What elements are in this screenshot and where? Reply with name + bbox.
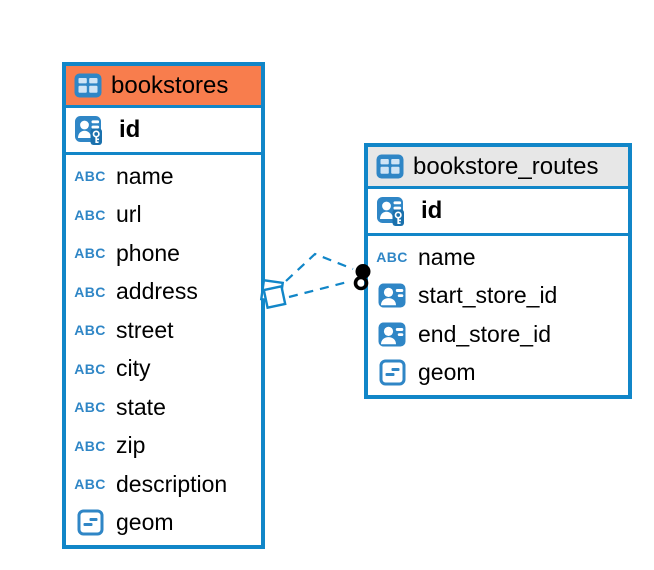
column-name: geom (116, 509, 174, 536)
column-name: zip (116, 432, 146, 459)
relationship-line-lower[interactable] (288, 279, 352, 299)
column-row[interactable]: geom (66, 503, 261, 542)
column-row[interactable]: ABC nam (368, 238, 628, 277)
text-type-icon: ABC (74, 360, 106, 377)
column-name: geom (418, 359, 476, 386)
column-name: city (116, 355, 151, 382)
user-reference-icon (378, 322, 406, 347)
pk-column-name: id (421, 197, 443, 224)
table-bookstore-routes[interactable]: bookstore_routes id (364, 143, 632, 399)
geometry-type-icon (77, 509, 103, 536)
geometry-type-icon (379, 359, 405, 386)
bookstores-columns: ABC nam (66, 155, 261, 545)
column-row[interactable]: start_store_id (368, 276, 628, 315)
column-name: description (116, 470, 228, 497)
text-type-icon: ABC (74, 245, 106, 262)
column-name: name (418, 243, 476, 270)
text-type-icon: ABC (74, 399, 106, 416)
primary-key-icon (75, 116, 102, 145)
column-row[interactable]: ABC pho (66, 234, 261, 273)
column-name: street (116, 316, 174, 343)
table-title: bookstore_routes (413, 152, 599, 180)
column-row[interactable]: ABC zip (66, 426, 261, 465)
text-type-icon: ABC (376, 249, 408, 266)
relationship-line-upper[interactable] (285, 252, 354, 282)
table-bookstores[interactable]: bookstores id (62, 62, 265, 549)
routes-columns: ABC nam (368, 236, 628, 395)
column-row[interactable]: ABC add (66, 272, 261, 311)
primary-key-icon (377, 197, 404, 226)
column-name: end_store_id (418, 320, 551, 347)
column-row[interactable]: ABC cit (66, 349, 261, 388)
column-name: url (116, 201, 142, 228)
column-row[interactable]: ABC sta (66, 388, 261, 427)
table-icon (74, 73, 102, 98)
column-name: name (116, 162, 174, 189)
text-type-icon: ABC (74, 206, 106, 223)
column-row[interactable]: ABC str (66, 311, 261, 350)
column-row[interactable]: ABC des (66, 465, 261, 504)
text-type-icon: ABC (74, 283, 106, 300)
text-type-icon: ABC (74, 322, 106, 339)
text-type-icon: ABC (74, 476, 106, 493)
column-name: start_store_id (418, 282, 558, 309)
column-row[interactable]: geom (368, 353, 628, 392)
text-type-icon: ABC (74, 437, 106, 454)
pk-row-bookstores-id[interactable]: id (66, 108, 261, 155)
relationship-link[interactable] (259, 252, 371, 310)
table-title: bookstores (111, 71, 229, 99)
column-row[interactable]: ABC nam (66, 157, 261, 196)
column-name: phone (116, 239, 180, 266)
text-type-icon: ABC (74, 168, 106, 185)
pk-column-name: id (119, 116, 141, 143)
column-row[interactable]: end_store_id (368, 315, 628, 354)
table-bookstores-header[interactable]: bookstores (66, 66, 261, 108)
column-name: address (116, 278, 198, 305)
table-icon (376, 154, 404, 179)
table-bookstore-routes-header[interactable]: bookstore_routes (368, 147, 628, 189)
column-row[interactable]: ABC url (66, 195, 261, 234)
column-name: state (116, 393, 166, 420)
pk-row-routes-id[interactable]: id (368, 189, 628, 236)
user-reference-icon (378, 283, 406, 308)
